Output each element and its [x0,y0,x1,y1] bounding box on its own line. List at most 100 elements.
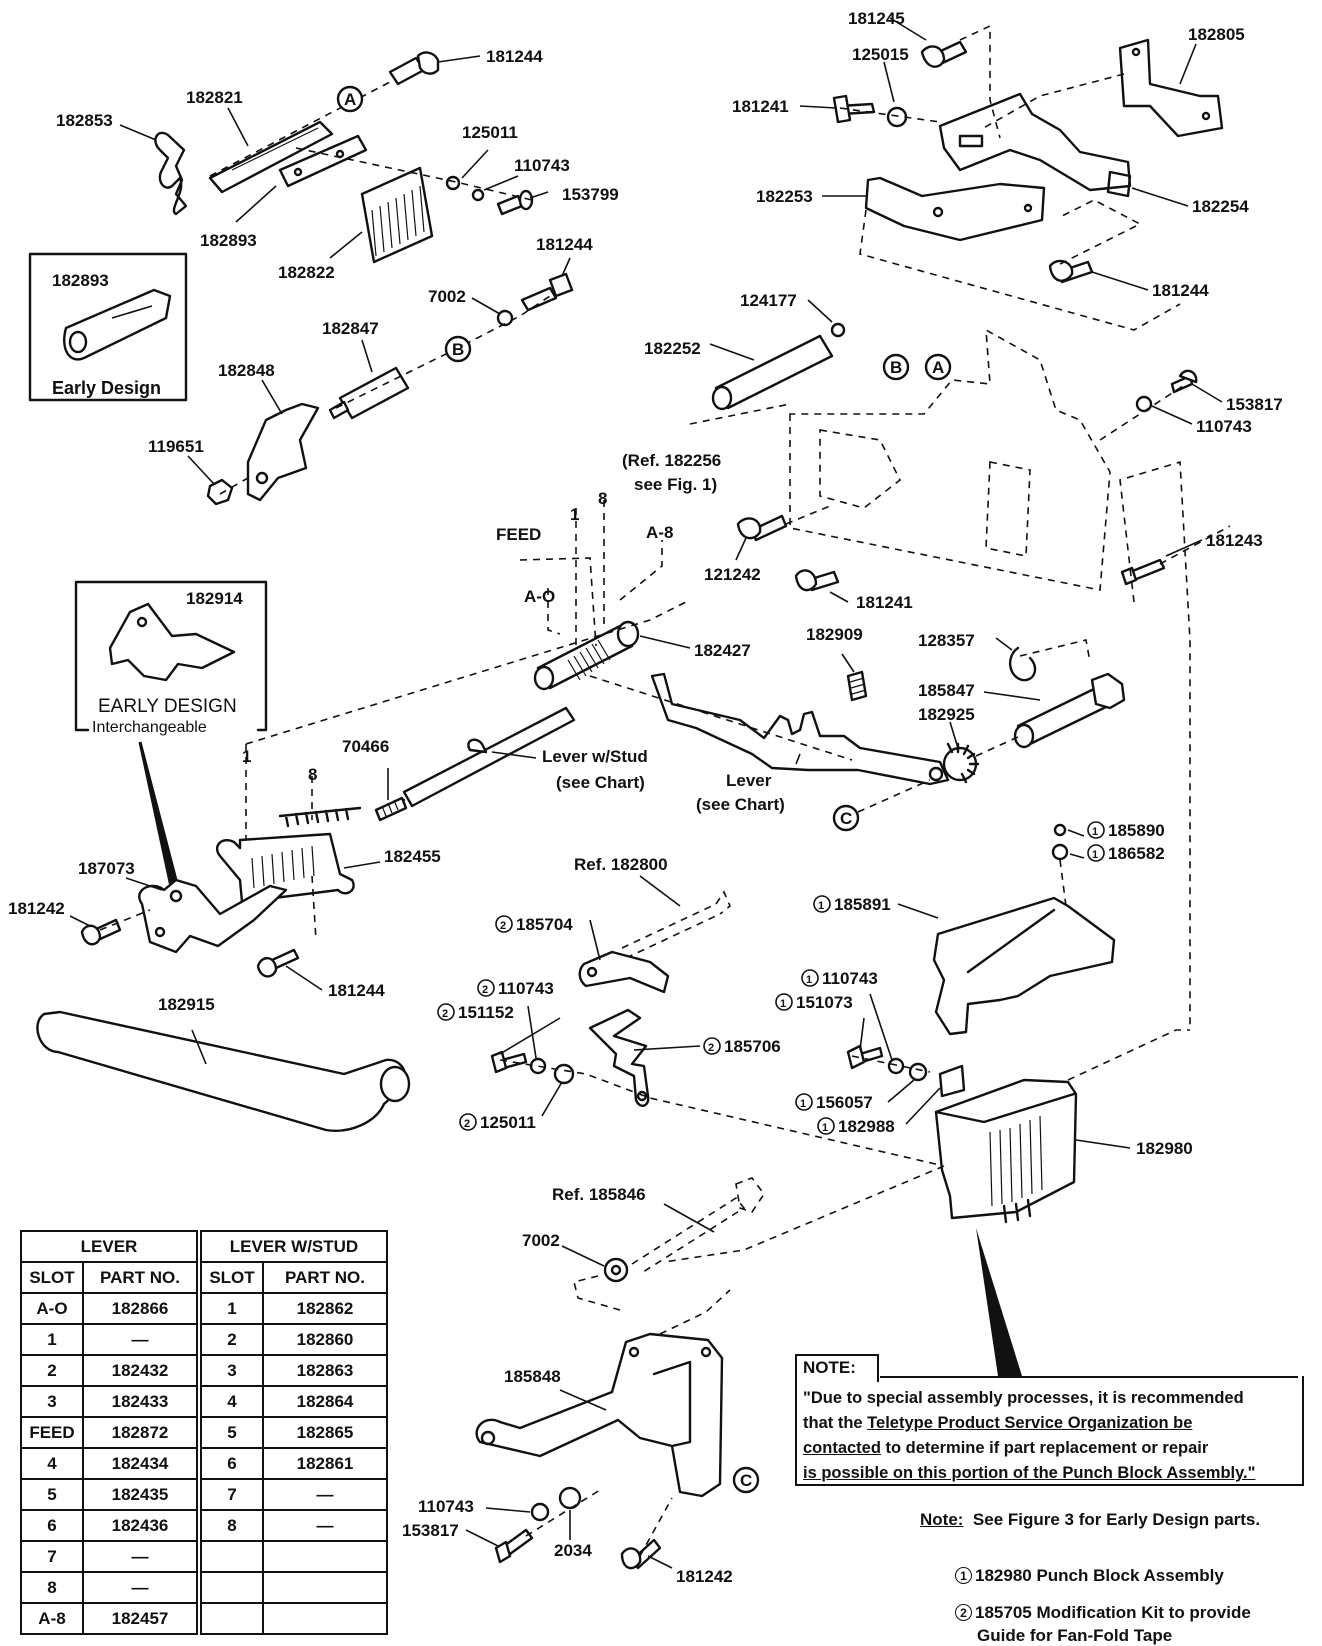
lever-slot-cell: 7 [20,1540,84,1573]
note-text: "Due to special assembly processes, it i… [803,1386,1296,1486]
callout-181241: 181241 [856,593,913,612]
callout-181244: 181244 [328,981,385,1000]
lever-slot-cell: 4 [20,1447,84,1480]
svg-text:C: C [740,1471,752,1490]
svg-text:2: 2 [500,920,506,932]
note-line-3b: to determine if part replacement or repa… [880,1439,1209,1457]
screw-181241-top [832,94,876,124]
callout-182821: 182821 [186,88,243,107]
callout-182253: 182253 [756,187,813,206]
pointer-line [138,741,178,884]
frame-plate-182256 [689,328,1111,591]
lever-part-cell: 182435 [82,1478,198,1511]
washer-124177 [830,322,846,338]
washer-110743-mid [529,1057,547,1075]
stud-part-cell: — [262,1478,388,1511]
svg-text:1: 1 [800,1098,806,1110]
callout-181245: 181245 [848,9,905,28]
bracket-187073 [138,878,288,954]
svg-text:186582: 186582 [1108,844,1165,863]
callout-128357: 128357 [918,631,975,650]
callout-182909: 182909 [806,625,863,644]
early-design-part-182914 [108,602,236,682]
callout-182822: 182822 [278,263,335,282]
callout-110743: 110743 [418,1497,474,1516]
see-figure-note-label: Note: [920,1510,964,1529]
svg-text:2: 2 [442,1008,448,1020]
screw-181245 [920,40,968,68]
washer-110743 [471,188,485,202]
callout-153817: 153817 [402,1521,459,1540]
screw-181244-mid [520,272,574,312]
marker-c-mid: C [832,804,860,832]
lever-part-cell: — [82,1571,198,1604]
svg-text:185706: 185706 [724,1037,781,1056]
washer-110743-low [530,1502,550,1522]
early-design-bracket [63,288,172,361]
lever-row: 7— [20,1540,198,1573]
stud-part-cell [262,1602,388,1635]
callout-182847: 182847 [322,319,379,338]
washer-110743-right-low [887,1057,905,1075]
lever-row: 8— [20,1571,198,1604]
shaft-182427 [533,620,640,691]
part-185706 [588,1008,650,1107]
stud-slot-cell: 3 [200,1354,264,1387]
stud-part-cell: 182861 [262,1447,388,1480]
lever [650,672,950,786]
shaft-182821 [208,120,334,194]
leader-lines [69,17,1223,1569]
callout-181243: 181243 [1206,531,1263,550]
marker-a-right: A [924,353,952,381]
standoff-182252 [711,334,834,411]
callout-182915: 182915 [158,995,215,1014]
stud-slot-cell: 8 [200,1509,264,1542]
lever-part-cell: 182457 [82,1602,198,1635]
callout-lever-chart: (see Chart) [696,795,785,814]
inset-early-design: Early Design [52,378,161,398]
stud-slot-cell: 2 [200,1323,264,1356]
svg-text:1: 1 [1092,826,1098,838]
note-pointer [976,1228,1022,1376]
stud-part-cell: 182862 [262,1292,388,1325]
svg-text:1: 1 [818,900,824,912]
lever-part-cell: — [82,1540,198,1573]
note-line-3a: contacted [803,1439,881,1457]
stud-182847 [328,366,410,420]
stud-part-cell: 182863 [262,1354,388,1387]
callout-181242: 181242 [676,1567,733,1586]
callout-182914: 182914 [186,589,243,608]
marker-a-top: A [336,85,364,113]
note-line-2b: Teletype Product Service Organization be [867,1414,1193,1432]
svg-text:151152: 151152 [458,1003,514,1022]
footnote-2-cont: Guide for Fan-Fold Tape [977,1626,1173,1645]
callout-125015: 125015 [852,45,909,64]
stud-part-cell: — [262,1509,388,1542]
lever-slot-cell: A-O [20,1292,84,1325]
lever-slot-cell: 1 [20,1323,84,1356]
lever-slot-cell: 5 [20,1478,84,1511]
part-182853 [154,131,188,216]
stud-slot-cell [200,1540,264,1573]
stud-slot-cell [200,1602,264,1635]
svg-text:1: 1 [822,1122,828,1134]
stud-slot-cell: 7 [200,1478,264,1511]
screw-153799 [496,189,534,216]
footnote-1-text: 182980 Punch Block Assembly [975,1566,1224,1585]
lever-part-cell: 182436 [82,1509,198,1542]
note-line-1: "Due to special assembly processes, it i… [803,1389,1244,1407]
lever-part-cell: 182432 [82,1354,198,1387]
callout-187073: 187073 [78,859,135,878]
lever-row: 1— [20,1323,198,1356]
washer-125011 [445,175,461,191]
lever-slot-cell: 6 [20,1509,84,1542]
